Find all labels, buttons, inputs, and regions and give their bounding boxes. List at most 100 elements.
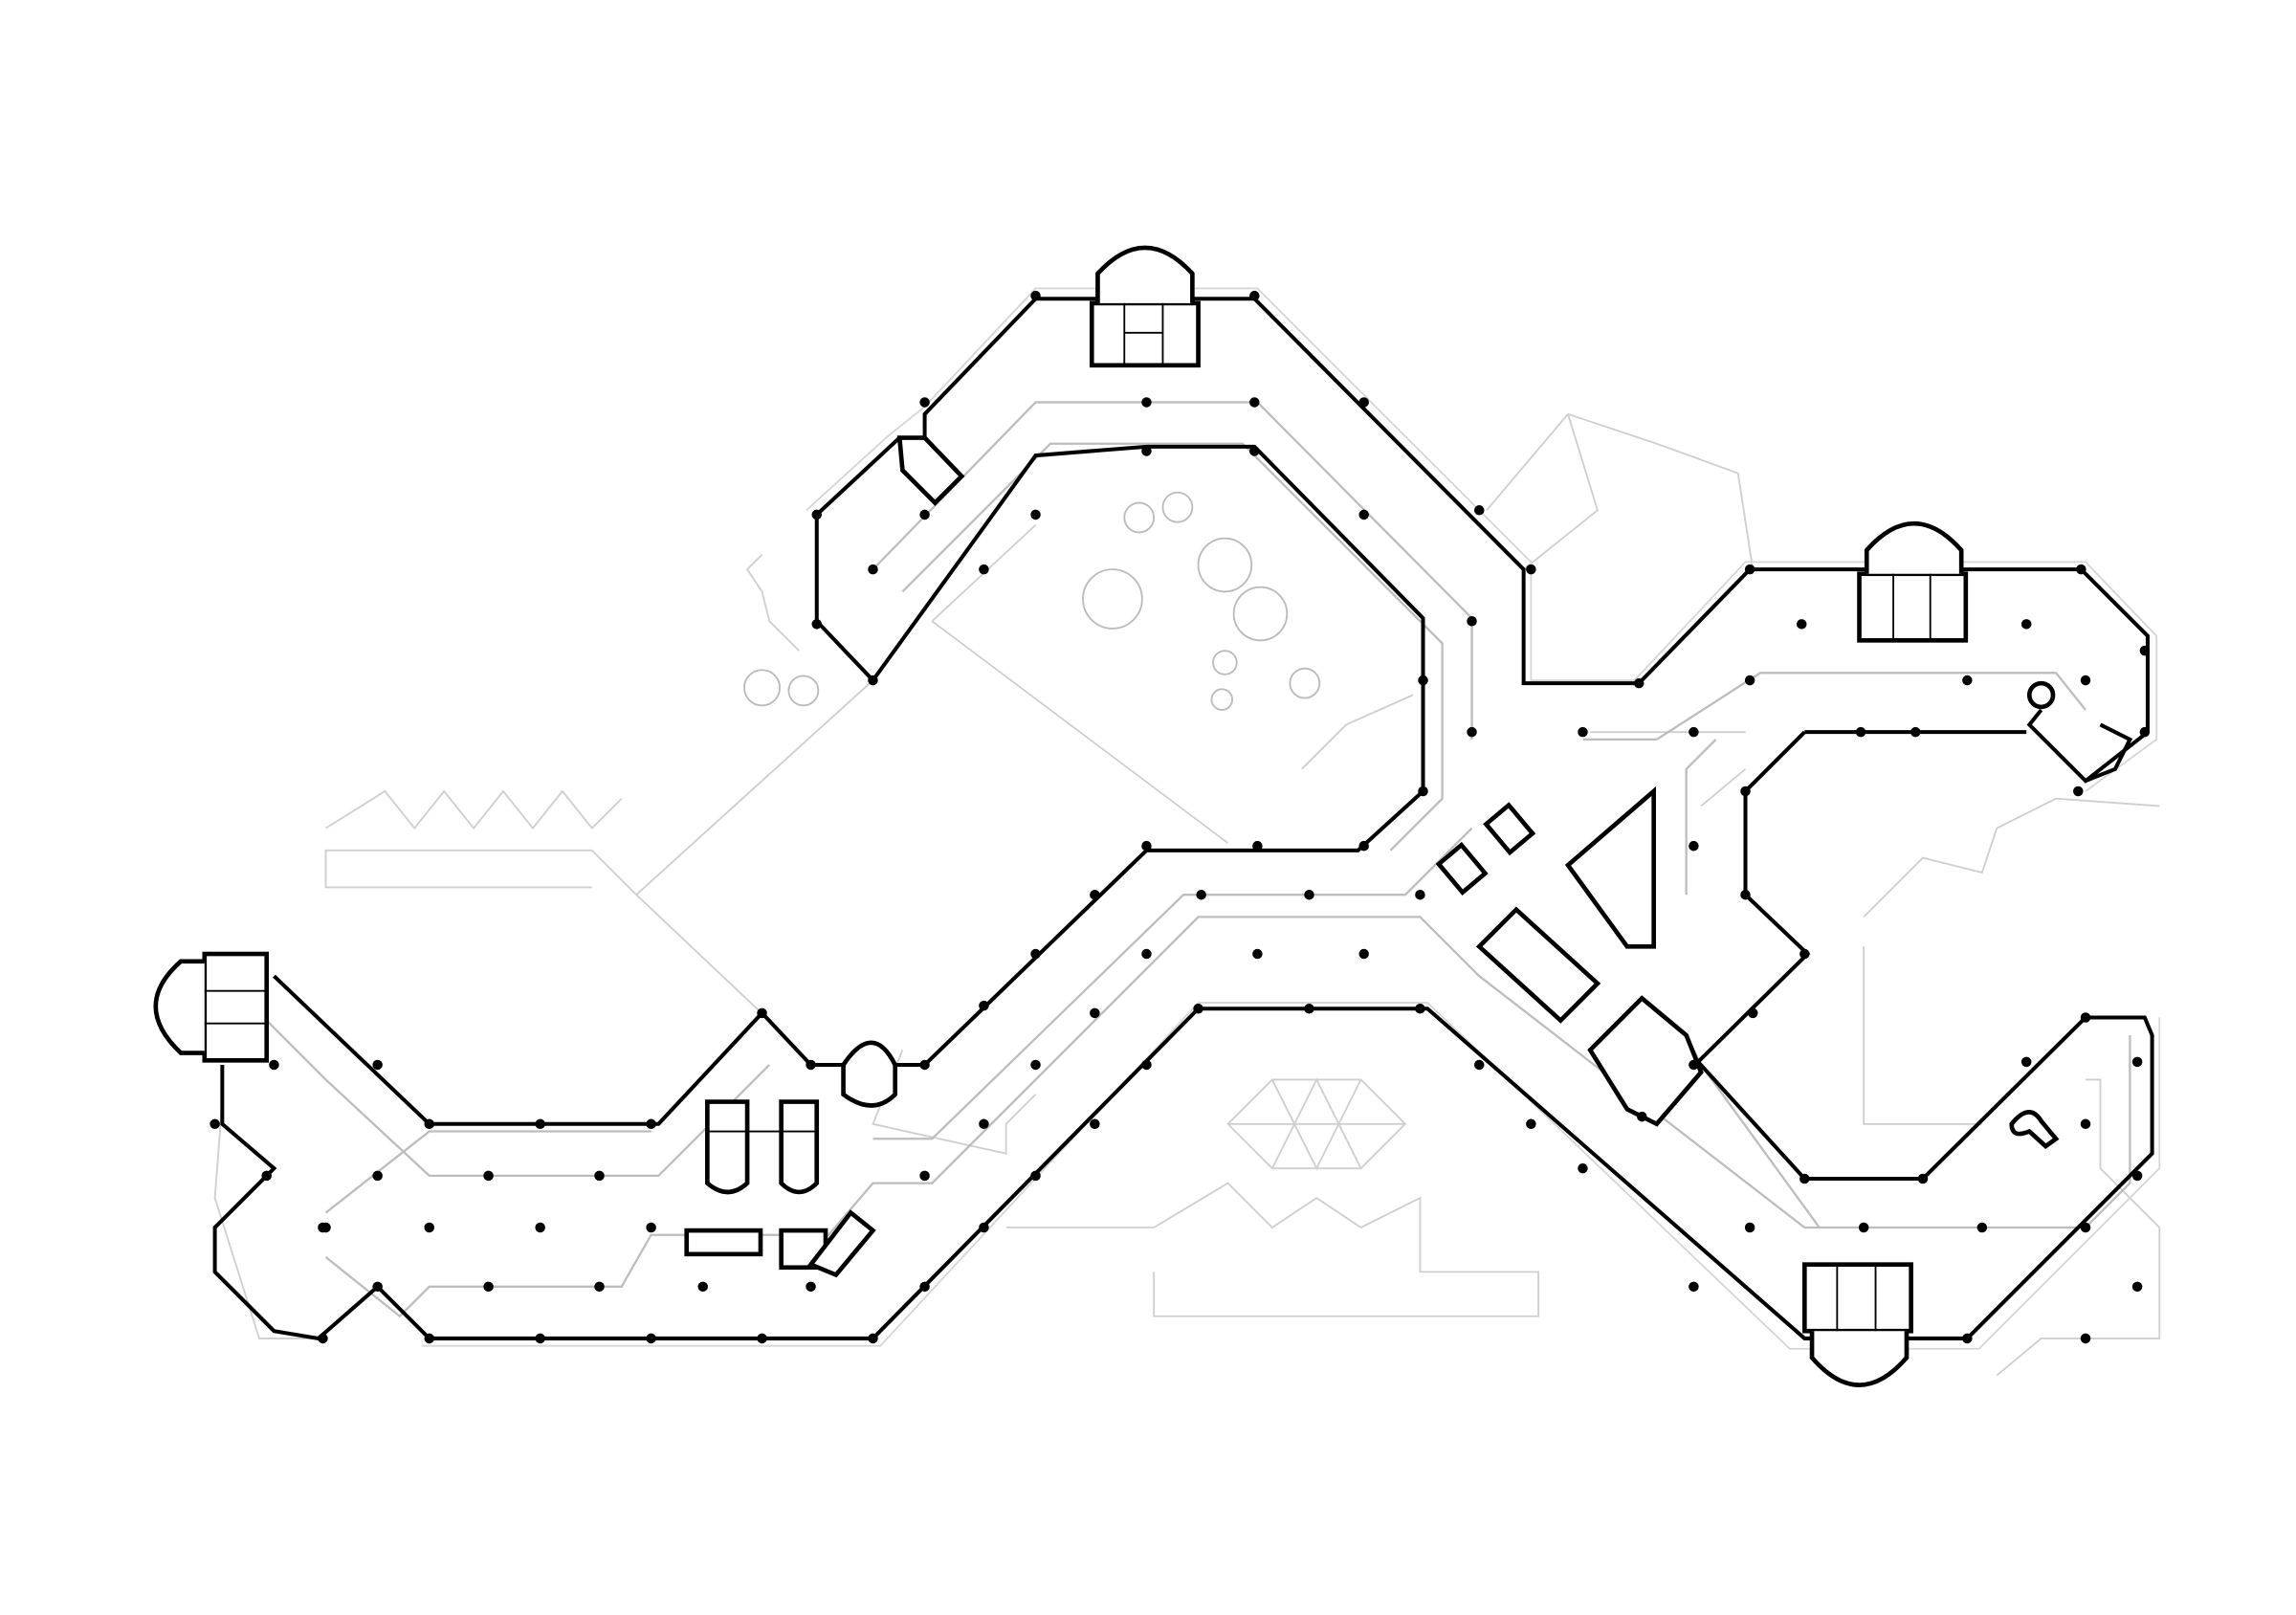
column-dot-icon [646, 1222, 656, 1233]
column-dot-icon [2080, 1012, 2091, 1023]
column-dot-icon [535, 1222, 545, 1233]
tree-icon [1212, 650, 1238, 675]
trees [743, 491, 1321, 711]
corridor-lines [265, 401, 2131, 1318]
column-dot-icon [1030, 948, 1041, 960]
column-dot-icon [2080, 1333, 2091, 1344]
column-dot-icon [1740, 785, 1751, 797]
column-dot-icon [1358, 840, 1369, 852]
column-dot-icon [1249, 446, 1260, 456]
column-dot-icon [979, 1000, 989, 1011]
column-dot-icon [318, 1333, 328, 1344]
column-dot-icon [1141, 1059, 1152, 1071]
column-dot-icon [979, 1222, 989, 1233]
column-dot-icon [1467, 726, 1477, 738]
column-dot-icon [811, 509, 822, 520]
column-dot-icon [1415, 889, 1425, 900]
column-dot-icon [1578, 726, 1588, 738]
column-dot-icon [1196, 889, 1206, 900]
column-dot-icon [757, 1007, 767, 1019]
column-dot-icon [1689, 1059, 1699, 1071]
column-dot-icon [1415, 1003, 1425, 1014]
column-dot-icon [1855, 726, 1866, 738]
column-dot-icon [2020, 619, 2032, 630]
column-dot-icon [919, 1281, 930, 1293]
column-dot-icon [2131, 1281, 2143, 1293]
column-dot-icon [1141, 397, 1152, 408]
column-dot-icon [811, 619, 822, 630]
column-dot-icon [646, 1118, 656, 1130]
column-dot-icon [1030, 290, 1041, 301]
column-dot-icon [757, 1333, 767, 1344]
tree-icon [787, 675, 820, 707]
column-dot-icon [806, 1281, 816, 1293]
column-dot-icon [372, 1059, 383, 1071]
column-dot-icon [1637, 1111, 1647, 1122]
column-dot-icon [594, 1170, 605, 1182]
column-dot-icon [1962, 1333, 1973, 1344]
column-dot-icon [2139, 645, 2151, 656]
stair-tower-top [1089, 245, 1201, 368]
column-dot-icon [868, 675, 878, 686]
columns [210, 290, 2151, 1344]
column-dot-icon [1141, 840, 1152, 852]
column-dot-icon [1910, 726, 1921, 738]
column-dot-icon [1474, 1059, 1485, 1071]
column-dot-icon [1526, 564, 1536, 575]
column-dot-icon [1030, 1170, 1041, 1182]
column-dot-icon [424, 1333, 435, 1344]
column-dot-icon [1689, 840, 1699, 852]
column-dot-icon [1744, 564, 1755, 575]
column-dot-icon [535, 1118, 545, 1130]
column-dot-icon [1799, 1173, 1810, 1184]
column-dot-icon [1090, 1118, 1100, 1130]
column-dot-icon [1358, 509, 1369, 520]
column-dot-icon [1689, 726, 1699, 738]
column-dot-icon [868, 1333, 878, 1344]
column-dot-icon [1141, 948, 1152, 960]
column-dot-icon [646, 1333, 656, 1344]
column-dot-icon [1744, 675, 1755, 686]
column-dot-icon [372, 1170, 383, 1182]
column-dot-icon [1917, 1173, 1929, 1184]
column-dot-icon [2080, 1222, 2091, 1233]
column-dot-icon [2139, 726, 2151, 738]
column-dot-icon [806, 1059, 816, 1071]
column-dot-icon [868, 564, 878, 575]
column-dot-icon [1799, 948, 1810, 960]
column-dot-icon [1858, 1222, 1869, 1233]
column-dot-icon [1796, 619, 1807, 630]
column-dot-icon [2131, 1056, 2143, 1068]
column-dot-icon [2080, 1118, 2091, 1130]
column-dot-icon [1304, 889, 1314, 900]
column-dot-icon [1578, 1162, 1588, 1174]
column-dot-icon [535, 1333, 545, 1344]
column-dot-icon [210, 1118, 220, 1130]
column-dot-icon [1030, 509, 1041, 520]
tree-icon [1232, 586, 1289, 642]
column-dot-icon [1249, 397, 1260, 408]
column-dot-icon [2080, 675, 2091, 686]
column-dot-icon [2076, 564, 2086, 575]
column-dot-icon [1090, 1007, 1100, 1019]
column-dot-icon [1976, 1222, 1988, 1233]
column-dot-icon [697, 1281, 708, 1293]
column-dot-icon [1090, 889, 1100, 900]
column-dot-icon [1141, 446, 1152, 456]
walls [212, 297, 2154, 1341]
column-dot-icon [1526, 1118, 1536, 1130]
column-dot-icon [1252, 840, 1263, 852]
stair-tower-left [153, 951, 270, 1063]
column-dot-icon [1474, 505, 1485, 516]
column-dot-icon [2073, 785, 2084, 797]
column-dot-icon [483, 1281, 494, 1293]
column-dot-icon [919, 1170, 930, 1182]
column-dot-icon [424, 1222, 435, 1233]
column-dot-icon [1467, 615, 1477, 627]
column-dot-icon [1740, 889, 1751, 900]
stair-tower-right [1857, 520, 1969, 643]
tree-icon [1123, 501, 1156, 534]
column-dot-icon [2020, 1056, 2032, 1068]
column-dot-icon [1689, 1281, 1699, 1293]
